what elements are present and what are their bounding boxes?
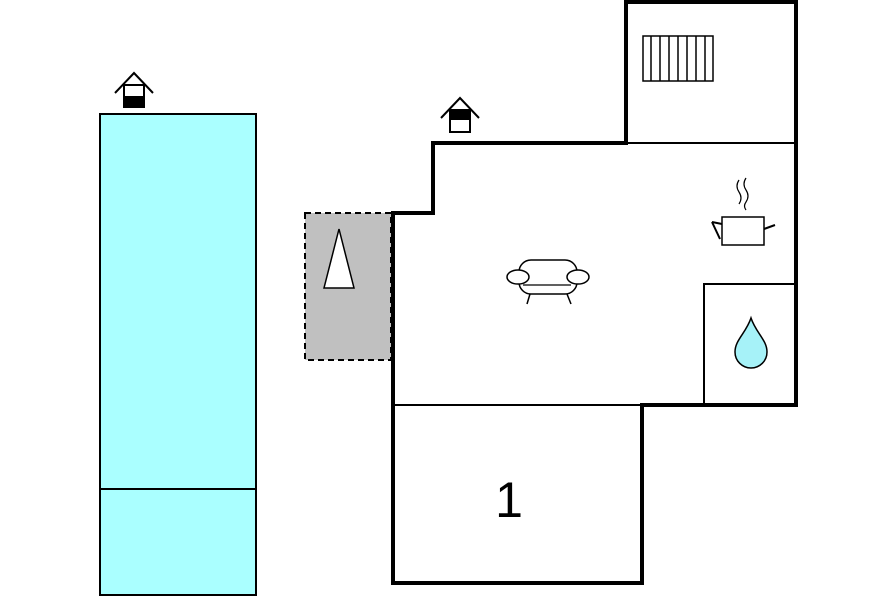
pool — [99, 113, 257, 596]
entrance-house-icon — [114, 71, 154, 108]
entrance-house-icon — [440, 96, 480, 133]
pool-area — [99, 113, 257, 596]
sofa-icon — [506, 259, 590, 305]
bathroom-wall — [703, 283, 796, 405]
terrace — [304, 212, 392, 361]
cooking-pot-icon — [711, 177, 776, 246]
radiator-icon — [642, 35, 714, 82]
bedroom-number: 1 — [495, 472, 523, 528]
water-drop-icon — [734, 315, 768, 369]
house-outline — [391, 0, 798, 585]
cypress-tree-icon — [323, 228, 355, 289]
